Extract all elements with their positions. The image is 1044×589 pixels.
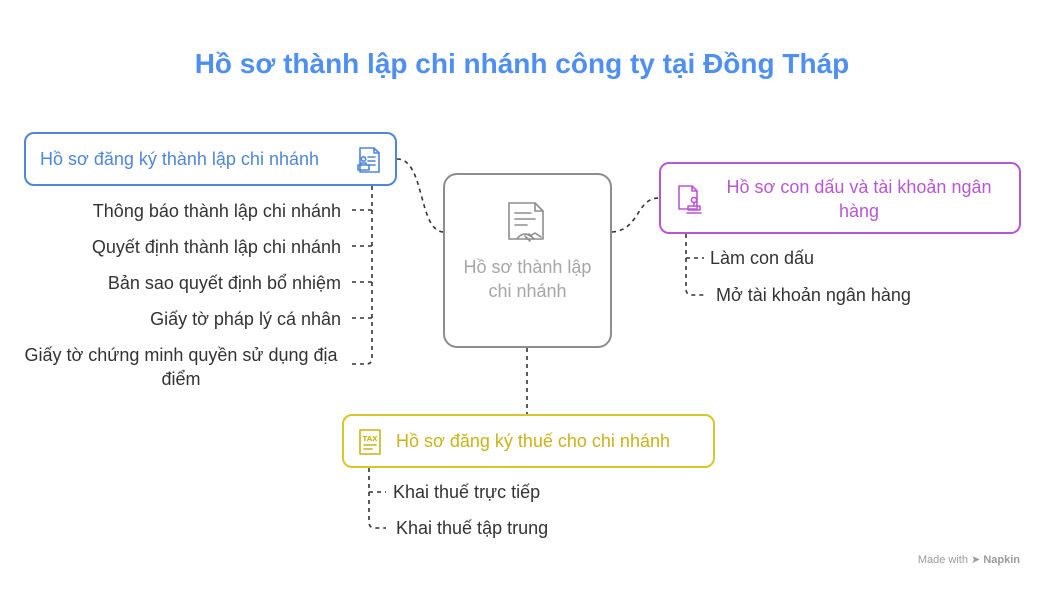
tax-branch: TAX Hồ sơ đăng ký thuế cho chi nhánh — [342, 414, 715, 468]
list-item: Thông báo thành lập chi nhánh — [92, 201, 341, 221]
list-item: Bản sao quyết định bổ nhiệm — [107, 273, 341, 293]
registration-label: Hồ sơ đăng ký thành lập chi nhánh — [40, 149, 319, 169]
watermark-brand: Napkin — [983, 554, 1020, 566]
list-item: Giấy tờ chứng minh quyền sử dụng địa điể… — [24, 345, 338, 389]
tax-document-icon: TAX — [356, 427, 384, 462]
registration-branch: Hồ sơ đăng ký thành lập chi nhánh — [24, 132, 397, 186]
list-item: Khai thuế trực tiếp — [393, 482, 541, 502]
list-item: Làm con dấu — [710, 248, 815, 268]
tax-label: Hồ sơ đăng ký thuế cho chi nhánh — [396, 431, 670, 451]
watermark: Made with ➤ Napkin — [918, 553, 1020, 566]
watermark-prefix: Made with — [917, 554, 968, 566]
list-item: Mở tài khoản ngân hàng — [716, 285, 911, 305]
center-node: Hồ sơ thành lập chi nhánh — [443, 173, 612, 348]
list-item: Quyết định thành lập chi nhánh — [91, 237, 341, 257]
list-item: Khai thuế tập trung — [396, 518, 549, 538]
handshake-document-icon — [503, 199, 549, 252]
seal-bank-label: Hồ sơ con dấu và tài khoản ngân hàng — [726, 177, 992, 221]
list-item: Giấy tờ pháp lý cá nhân — [150, 309, 341, 329]
napkin-logo-icon: ➤ — [971, 554, 981, 566]
id-document-icon — [354, 145, 384, 180]
page-title: Hồ sơ thành lập chi nhánh công ty tại Đồ… — [194, 48, 850, 79]
center-label: Hồ sơ thành lập chi nhánh — [463, 257, 592, 301]
stamp-document-icon — [673, 183, 703, 220]
svg-text:TAX: TAX — [362, 435, 378, 443]
seal-bank-branch: Hồ sơ con dấu và tài khoản ngân hàng — [659, 162, 1021, 234]
